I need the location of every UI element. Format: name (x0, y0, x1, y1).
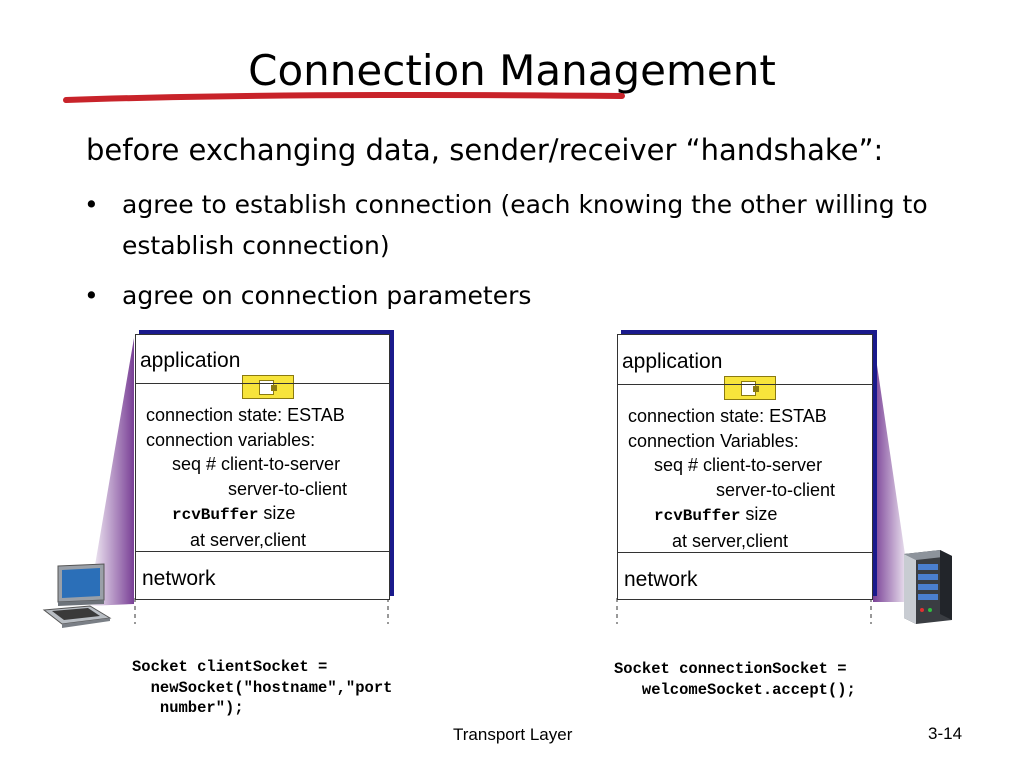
bullet-text: agree on connection parameters (122, 281, 532, 310)
code-line: Socket connectionSocket = (614, 660, 847, 678)
intro-text: before exchanging data, sender/receiver … (86, 133, 884, 167)
client-network-label: network (142, 567, 216, 590)
page-number: 3-14 (928, 724, 963, 743)
bullet-item-1: • agree to establish connection (each kn… (84, 184, 1002, 266)
state-line: seq # client-to-server (654, 455, 823, 475)
state-line: at server,client (190, 529, 307, 550)
bullet-dot: • (84, 281, 99, 310)
client-cone (88, 338, 134, 606)
state-line: server-to-client (716, 479, 836, 500)
socket-icon (242, 375, 294, 399)
server-application-label: application (622, 350, 723, 373)
code-line: Socket clientSocket = (132, 658, 328, 676)
code-line: number"); (132, 699, 244, 717)
state-line: connection variables: (146, 429, 316, 450)
rcvbuffer-text: size (740, 504, 778, 524)
server-cone (873, 338, 912, 602)
state-line: connection state: ESTAB (146, 405, 345, 425)
client-state-block: connection state: ESTAB connection varia… (146, 403, 347, 552)
title-underline-stroke (63, 92, 625, 103)
bullet-text: agree to establish connection (each know… (122, 190, 928, 260)
code-line: newSocket("hostname","port (132, 678, 393, 697)
footer-label: Transport Layer (453, 725, 573, 744)
server-socket-code: Socket connectionSocket = welcomeSocket.… (614, 659, 856, 700)
rcvbuffer-text: size (258, 503, 296, 523)
server-host-stack: application connection state: ESTAB conn… (617, 334, 873, 600)
server-state-block: connection state: ESTAB connection Varia… (628, 404, 835, 553)
bullet-item-2: • agree on connection parameters (84, 275, 1002, 316)
rcvbuffer-code: rcvBuffer (654, 507, 741, 525)
layer-divider (136, 551, 389, 552)
bullet-dot: • (84, 190, 99, 219)
state-line: rcvBuffer size (628, 502, 835, 529)
state-line: server-to-client (228, 478, 348, 499)
state-line: connection state: ESTAB (628, 406, 827, 426)
code-line: welcomeSocket.accept(); (614, 680, 856, 699)
server-network-label: network (624, 568, 698, 591)
server-tower-icon (904, 550, 952, 624)
client-host-stack: application connection state: ESTAB conn… (135, 334, 390, 600)
slide-title: Connection Management (248, 46, 776, 95)
socket-icon (724, 376, 776, 400)
rcvbuffer-code: rcvBuffer (172, 506, 259, 524)
laptop-computer-icon (42, 563, 112, 628)
client-application-label: application (140, 349, 241, 372)
client-socket-code: Socket clientSocket = newSocket("hostnam… (132, 657, 392, 719)
layer-divider (136, 383, 389, 384)
layer-divider (618, 552, 872, 553)
state-line: seq # client-to-server (172, 454, 341, 474)
state-line: connection Variables: (628, 430, 799, 451)
layer-divider (618, 384, 872, 385)
state-line: rcvBuffer size (146, 501, 347, 528)
state-line: at server,client (672, 530, 789, 551)
